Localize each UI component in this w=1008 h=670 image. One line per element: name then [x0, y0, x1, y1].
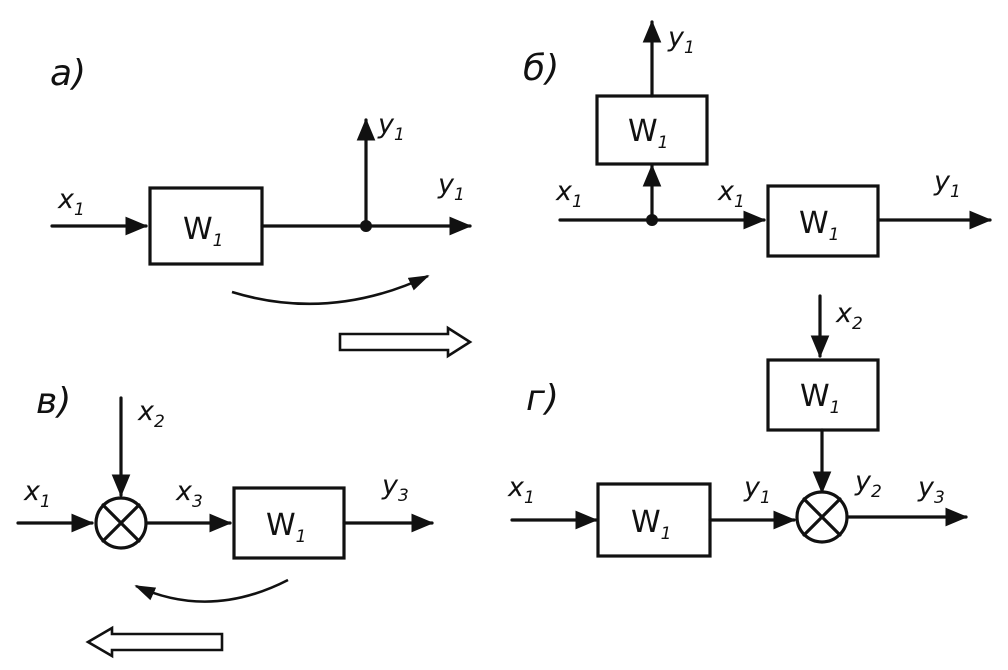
- panel-a-branch-label: y1: [377, 109, 405, 145]
- panel-g-sum-output-label: y2: [854, 466, 882, 502]
- panel-g-label: г): [526, 378, 559, 419]
- panel-g-main-block-label: W1: [631, 505, 672, 544]
- panel-v-direction-arrow: [85, 625, 224, 659]
- panel-v-transform-arc: [134, 578, 289, 603]
- panel-b-mid-label: x1: [717, 176, 745, 212]
- panel-b-output-label: y1: [933, 166, 961, 202]
- panel-g-main-block-w1: [596, 482, 712, 558]
- panel-b-main-block-label: W1: [799, 206, 840, 245]
- panel-a-label: а): [50, 53, 86, 94]
- panel-g-top-block-label: W1: [800, 379, 841, 418]
- panel-a-transform-arc: [231, 274, 430, 306]
- panel-a-direction-arrow: [338, 325, 473, 359]
- panel-v-block-label: W1: [266, 508, 307, 547]
- panel-g: г) x1 W1 y1 x2 W1 y2: [507, 294, 968, 558]
- panel-b-label: б): [523, 48, 559, 89]
- panel-b-main-block-w1: [766, 184, 880, 258]
- panel-v-input-label: x1: [23, 476, 51, 512]
- panel-a-output-label: y1: [437, 169, 465, 205]
- panel-b-input-label: x1: [555, 176, 583, 212]
- panel-v-summing-junction: [94, 496, 148, 550]
- panel-b-top-block-w1: [595, 94, 709, 166]
- panel-v: в) x1 x2 x3 W1 y3: [16, 381, 434, 659]
- panel-v-output-label: y3: [381, 470, 409, 506]
- panel-b: б) x1 x1 W1 y1 W1 y1: [523, 20, 992, 258]
- panel-g-side-input-label: x2: [835, 298, 863, 334]
- panel-a-input-label: x1: [57, 184, 85, 220]
- panel-g-output-label: y3: [917, 472, 945, 508]
- panel-g-input-label: x1: [507, 472, 535, 508]
- panel-g-summing-junction: [795, 490, 849, 544]
- panel-v-label: в): [36, 381, 71, 422]
- panel-v-mid-label: x3: [175, 476, 203, 512]
- panel-a: а) x1 W1 y1 y1: [50, 53, 473, 359]
- panel-v-side-input-label: x2: [137, 396, 165, 432]
- panel-b-top-output-label: y1: [667, 22, 695, 58]
- panel-a-block-label: W1: [183, 212, 224, 251]
- panel-g-mid-label: y1: [743, 472, 771, 508]
- panel-b-top-block-label: W1: [628, 114, 669, 153]
